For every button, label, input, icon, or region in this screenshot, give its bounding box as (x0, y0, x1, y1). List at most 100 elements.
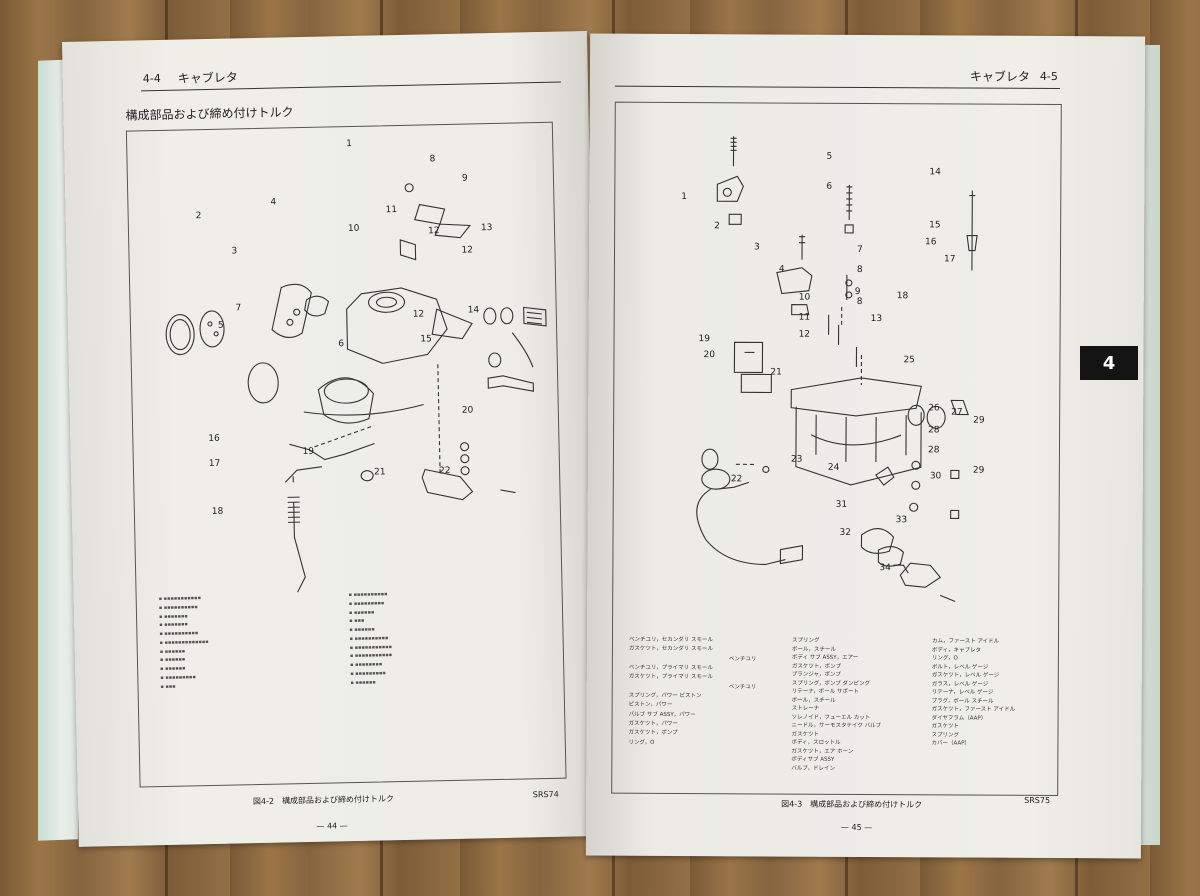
part-label: 21 (373, 467, 386, 478)
chapter-tab: 4 (1080, 346, 1138, 380)
part-label: 6 (826, 181, 833, 192)
legend-item: ピストン，パワー (628, 702, 673, 709)
legend-item: ガスケツト (931, 723, 960, 730)
header-title: キャブレタ (177, 70, 238, 86)
parts-legend-col2: スプリング ボール，スチール ボディ サブ ASSY，エアー ガスケツト，ボンプ… (791, 637, 927, 774)
part-label: 24 (827, 462, 840, 473)
figure-code: SRS75 (1024, 795, 1051, 805)
part-label: 29 (973, 415, 985, 426)
part-label: 3 (754, 242, 760, 253)
part-label: 7 (235, 303, 242, 314)
part-label: 13 (870, 314, 883, 325)
legend-item: ガスケツト，ボンプ (628, 730, 678, 737)
page-title: 構成部品および締め付けトルク (125, 105, 294, 123)
part-label: 12 (461, 245, 474, 256)
part-label: 6 (338, 339, 345, 350)
part-label: 8 (856, 264, 863, 275)
part-label: 3 (231, 246, 238, 257)
legend-item: ストレーナ (791, 705, 820, 712)
figure-caption: 図4-2 構成部品および締め付けトルク (252, 794, 395, 807)
part-label: 5 (826, 151, 833, 162)
part-label: 7 (857, 244, 863, 255)
part-label: 20 (703, 350, 715, 361)
part-label: 5 (217, 320, 224, 331)
legend-item: リテーナ，レベル ゲージ (931, 689, 994, 696)
part-label: 19 (698, 334, 711, 345)
part-label: 11 (798, 312, 811, 323)
legend-item: リテーナ，ボール サポート (791, 688, 860, 696)
part-label: 2 (714, 221, 720, 232)
part-label: 26 (928, 403, 940, 414)
part-label: 13 (480, 223, 493, 234)
part-label: 16 (208, 433, 220, 445)
part-label: 2 (195, 211, 202, 222)
part-label: 22 (438, 465, 451, 477)
part-label: 28 (927, 445, 940, 456)
part-label: 4 (778, 264, 785, 275)
figure-caption: 図4-3 構成部品および締め付けトルク (781, 799, 923, 810)
part-label: 32 (839, 527, 852, 538)
part-label: 14 (929, 167, 941, 178)
legend-item: リング，O (931, 655, 958, 662)
part-label: 28 (928, 425, 940, 436)
part-label: 12 (427, 226, 440, 237)
part-label: 25 (903, 355, 915, 366)
exploded-diagram (165, 183, 547, 593)
legend-item: ガスケツト，セカンダリ スモール (628, 646, 714, 653)
part-label: 31 (835, 499, 848, 510)
part-label: 1 (681, 192, 688, 203)
part-label: 33 (895, 515, 908, 526)
part-label: 9 (854, 286, 861, 297)
part-label: 4 (270, 197, 277, 208)
legend-item: ボディサブ ASSY (791, 756, 835, 764)
part-label: 18 (896, 291, 909, 302)
part-label: 19 (302, 446, 315, 458)
part-label: 30 (929, 471, 942, 482)
part-label: 11 (385, 205, 398, 216)
legend-item: ボディ サブ ASSY，エアー (791, 654, 859, 661)
legend-item: カバー（AAP） (931, 740, 970, 747)
part-label: 22 (730, 474, 743, 485)
legend-item: ニードル，サーモスタテイク バルブ (791, 722, 882, 730)
part-label: 8 (429, 154, 436, 165)
part-label: 16 (925, 237, 937, 248)
part-label: 20 (461, 405, 474, 416)
header-title: キャブレタ (969, 69, 1030, 84)
header-section: 4-4 (142, 71, 161, 86)
left-page: 4-4 キャブレタ 構成部品および締め付けトルク (62, 31, 604, 847)
legend-item: ガスケツト，プライマリ スモール (628, 674, 713, 681)
parts-legend-col3: カム，ファースト アイドル ボディ，キャブレタ リング，O ボルト，レベル ゲー… (931, 637, 1052, 748)
part-label: 17 (943, 254, 956, 265)
part-label: 14 (467, 305, 480, 316)
parts-legend-col1: ベンチユリ，セカンダリ スモール ガスケツト，セカンダリ スモール ベンチユリ … (628, 636, 779, 749)
parts-legend-left-col2: ▪ ▪▪▪▪▪▪▪▪▪▪ ▪ ▪▪▪▪▪▪▪▪▪ ▪ ▪▪▪▪▪▪ ▪ ▪▪▪ … (348, 591, 393, 686)
page-number: — 44 — (316, 821, 348, 831)
page-number: — 45 — (840, 822, 873, 833)
part-label: 21 (770, 367, 782, 378)
legend-item: バルブ，ドレイン (791, 765, 836, 772)
header-section: 4-5 (1039, 69, 1058, 84)
parts-legend-left: ▪ ▪▪▪▪▪▪▪▪▪▪▪ ▪ ▪▪▪▪▪▪▪▪▪▪ ▪ ▪▪▪▪▪▪▪ ▪ ▪… (158, 595, 209, 690)
header-rule (614, 85, 1060, 90)
legend-item: プランジャ，ボンプ (791, 671, 841, 678)
part-label: 15 (420, 334, 432, 345)
legend-item: リング，O (628, 739, 655, 746)
part-label: 27 (951, 407, 963, 418)
part-label: 34 (879, 563, 891, 574)
part-label: 29 (972, 465, 985, 476)
exploded-diagram (696, 136, 978, 602)
part-label: 18 (211, 506, 224, 517)
part-label: 12 (412, 309, 425, 320)
figure-code: SRS74 (532, 789, 559, 800)
part-label: 1 (346, 138, 353, 150)
part-label: 17 (208, 458, 221, 470)
legend-item: ガスケツト，レベル ゲージ (931, 672, 1000, 679)
legend-item: ボディ，スロットル (791, 739, 841, 747)
legend-item: スプリング (791, 637, 820, 644)
legend-item: カム，ファースト アイドル (931, 638, 1000, 645)
part-label: 10 (347, 223, 360, 235)
part-label: 12 (798, 329, 811, 340)
part-label: 15 (929, 220, 941, 231)
right-page: キャブレタ 4-5 (585, 33, 1146, 859)
part-label: 9 (461, 173, 468, 184)
